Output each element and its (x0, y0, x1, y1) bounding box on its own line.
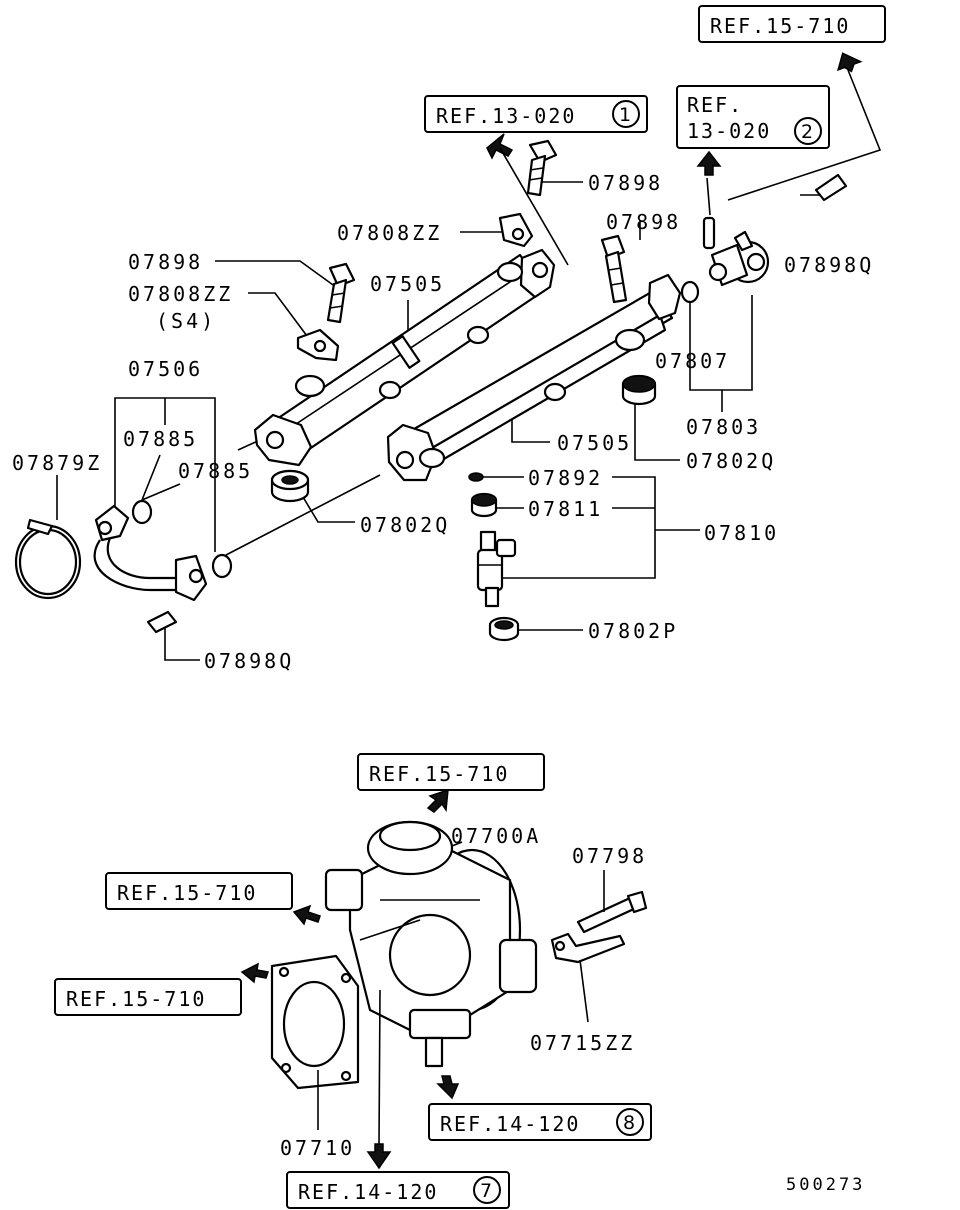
part-label-07710[interactable]: 07710 (280, 1136, 355, 1160)
ref-circle-number: 8 (623, 1112, 635, 1134)
arrow-icons (240, 52, 863, 1170)
ref-label: REF.15-710 (369, 762, 509, 786)
insulator-07802q-right[interactable] (621, 374, 657, 406)
part-label-07505[interactable]: 07505 (370, 272, 445, 296)
clamp-07879z[interactable] (14, 518, 82, 600)
part-label-07885[interactable]: 07885 (123, 427, 198, 451)
o-ring-07892[interactable] (468, 472, 484, 482)
gasket-07885-b[interactable] (211, 553, 233, 579)
o-ring-07807[interactable] (680, 280, 700, 304)
part-label-07802p[interactable]: 07802P (588, 619, 678, 643)
leader-lines-lower (317, 841, 605, 1146)
part-label-07803[interactable]: 07803 (686, 415, 761, 439)
ref-box-15-710-mid[interactable]: REF.15-710 (357, 753, 545, 791)
part-label-07808zz[interactable]: 07808ZZ (128, 282, 233, 306)
bracket-07808zz-b[interactable] (296, 328, 340, 362)
figure-id: 500273 (786, 1175, 865, 1195)
ref-box-15-710-left[interactable]: REF.15-710 (105, 872, 293, 910)
gasket-07885-a[interactable] (131, 499, 153, 525)
insulator-07802q-left[interactable] (270, 469, 310, 503)
ref-box-15-710-lower[interactable]: REF.15-710 (54, 978, 242, 1016)
ref-box-13-020-1[interactable]: REF.13-020 1 (424, 95, 648, 133)
bolt-07898q-bottom[interactable] (146, 610, 178, 634)
part-label-07802q[interactable]: 07802Q (686, 449, 776, 473)
part-label-07506[interactable]: 07506 (128, 357, 203, 381)
bolt-07898-b[interactable] (600, 234, 628, 304)
leader-lines (56, 69, 882, 661)
fuel-rail-left[interactable] (253, 248, 556, 467)
part-label-07898[interactable]: 07898 (128, 250, 203, 274)
ref-label: REF.14-120 (298, 1180, 438, 1204)
ref-label: REF.15-710 (66, 987, 206, 1011)
bolt-07898-a[interactable] (526, 139, 558, 197)
part-label-s4: (S4) (156, 309, 216, 333)
ref-circle-number: 2 (801, 121, 813, 143)
part-label-07505[interactable]: 07505 (557, 431, 632, 455)
grommet-07811[interactable] (470, 492, 498, 518)
bracket-07715zz[interactable] (550, 932, 626, 964)
throttle-body-07700a[interactable] (324, 820, 538, 1068)
fuel-rail-right[interactable] (386, 273, 682, 482)
fuel-pipe-07506[interactable] (93, 504, 208, 602)
part-label-07798[interactable]: 07798 (572, 844, 647, 868)
part-label-07879z[interactable]: 07879Z (12, 451, 102, 475)
ref-box-14-120-8[interactable]: REF.14-120 8 (428, 1103, 652, 1141)
ref-label: REF.14-120 (440, 1112, 580, 1136)
part-label-07810[interactable]: 07810 (704, 521, 779, 545)
part-label-07700a[interactable]: 07700A (451, 824, 541, 848)
ref-label-line1: REF. (687, 93, 743, 117)
part-label-07892[interactable]: 07892 (528, 466, 603, 490)
part-label-07898q[interactable]: 07898Q (784, 253, 874, 277)
gasket-07710[interactable] (270, 954, 360, 1090)
ref-box-13-020-2[interactable]: REF. 13-020 2 (676, 85, 830, 149)
part-labels: 07898 07898 07898 07808ZZ 07808ZZ (S4) 0… (12, 171, 874, 1195)
bracket-07808zz-a[interactable] (498, 212, 534, 248)
part-label-07808zz[interactable]: 07808ZZ (337, 221, 442, 245)
part-label-07898[interactable]: 07898 (588, 171, 663, 195)
ref-box-15-710-top[interactable]: REF.15-710 (698, 5, 886, 43)
part-label-07807[interactable]: 07807 (655, 349, 730, 373)
ref-circle-number: 7 (480, 1180, 492, 1202)
ref-box-14-120-7[interactable]: REF.14-120 7 (286, 1171, 510, 1209)
injector-07810[interactable] (476, 530, 517, 608)
bolt-07898q-top[interactable] (814, 173, 848, 202)
part-label-07715zz[interactable]: 07715ZZ (530, 1031, 635, 1055)
ref-label-line2: 13-020 (687, 119, 771, 143)
part-label-07811[interactable]: 07811 (528, 497, 603, 521)
part-label-07802q[interactable]: 07802Q (360, 513, 450, 537)
ref-circle-number: 1 (619, 104, 631, 126)
ref-label: REF.15-710 (710, 14, 850, 38)
part-label-07885[interactable]: 07885 (178, 459, 253, 483)
ref-label: REF.15-710 (117, 881, 257, 905)
part-label-07898[interactable]: 07898 (606, 210, 681, 234)
ref-label: REF.13-020 (436, 104, 576, 128)
bolt-07898-c[interactable] (326, 262, 356, 324)
pressure-regulator-07803[interactable] (702, 216, 770, 287)
part-label-07898q[interactable]: 07898Q (204, 649, 294, 673)
insulator-07802p[interactable] (488, 616, 520, 642)
bolt-07798[interactable] (576, 890, 648, 934)
